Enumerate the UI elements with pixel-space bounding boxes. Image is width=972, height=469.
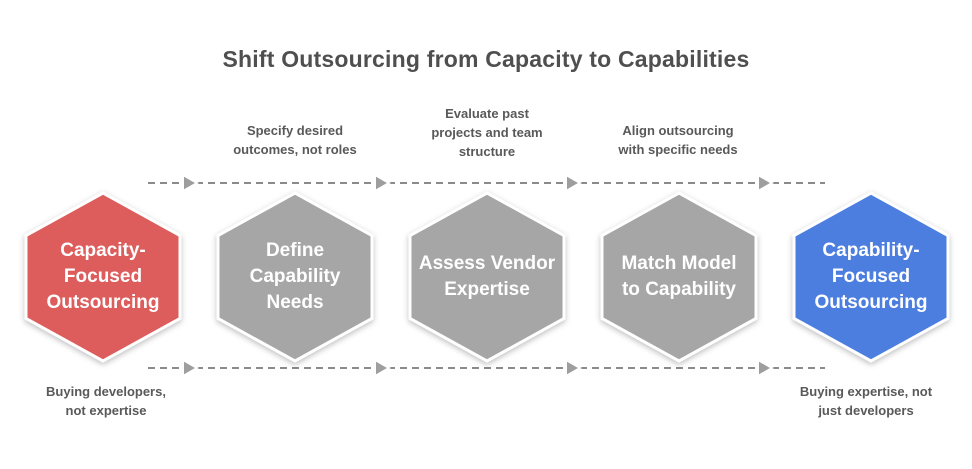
annotation-align-outsourcing: Align outsourcing with specific needs — [618, 123, 738, 157]
hexagon-shape — [408, 191, 566, 363]
step-assess-vendor-expertise: Assess Vendor Expertise — [408, 191, 566, 363]
dashed-arrow-line-top — [148, 174, 825, 192]
step-capability-focused-outsourcing: Capability- Focused Outsourcing — [792, 191, 950, 363]
arrowhead-icon — [757, 359, 775, 377]
hexagon-shape — [792, 191, 950, 363]
hexagon-label: Assess Vendor Expertise — [418, 253, 556, 300]
diagram-title: Shift Outsourcing from Capacity to Capab… — [222, 46, 750, 72]
annotation-specify-outcomes: Specify desired outcomes, not roles — [233, 123, 357, 157]
annotation-evaluate-projects: Evaluate past projects and team structur… — [431, 106, 543, 159]
arrowhead-icon — [374, 174, 392, 192]
arrowhead-icon — [757, 174, 775, 192]
arrowhead-icon — [565, 174, 583, 192]
hexagon-shape — [24, 191, 182, 363]
step-capacity-focused-outsourcing: Capacity- Focused Outsourcing — [24, 191, 182, 363]
hexagon-shape — [216, 191, 374, 363]
arrowhead-icon — [565, 359, 583, 377]
annotation-buying-developers: Buying developers, not expertise — [46, 384, 166, 418]
hexagon-label: Define Capability Needs — [249, 240, 341, 313]
arrowhead-icon — [182, 359, 200, 377]
annotation-buying-expertise: Buying expertise, not just developers — [799, 384, 933, 418]
arrowhead-icon — [182, 174, 200, 192]
hexagon-shape — [600, 191, 758, 363]
dashed-arrow-line-bottom — [148, 359, 825, 377]
hexagon-label: Capacity- Focused Outsourcing — [46, 240, 160, 313]
arrowhead-icon — [374, 359, 392, 377]
hexagon-label: Match Model to Capability — [621, 253, 737, 300]
hexagon-label: Capability- Focused Outsourcing — [814, 240, 928, 313]
step-match-model-to-capability: Match Model to Capability — [600, 191, 758, 363]
step-define-capability-needs: Define Capability Needs — [216, 191, 374, 363]
